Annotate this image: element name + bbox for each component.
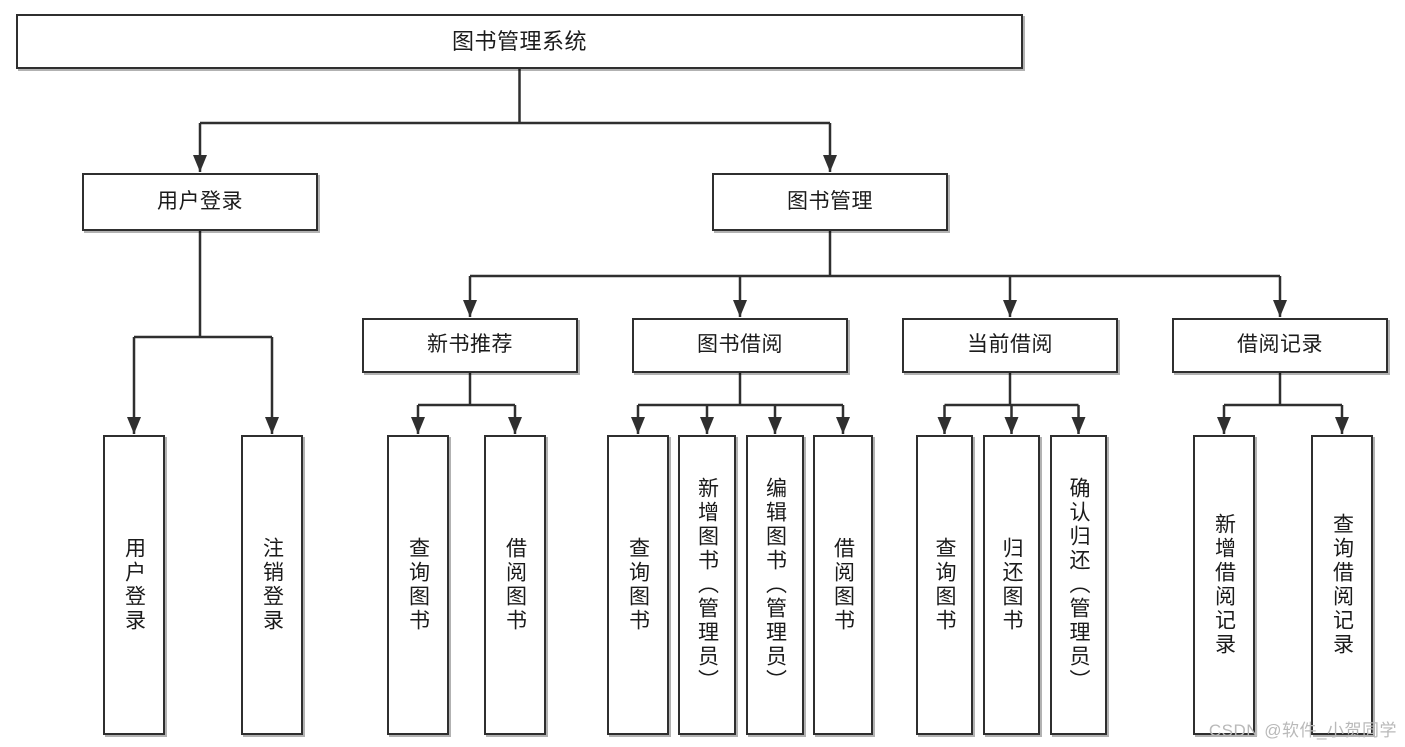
node-label: 用户登录: [122, 537, 146, 633]
node-label: 确认归还（管理员）: [1067, 477, 1091, 693]
node-leaf-query-2[interactable]: 查询图书: [607, 435, 669, 735]
node-leaf-add-rec[interactable]: 新增借阅记录: [1193, 435, 1255, 735]
arrow-head: [265, 417, 279, 434]
node-label: 当前借阅: [967, 333, 1053, 357]
arrow-head: [1004, 417, 1019, 434]
arrow-head: [836, 417, 850, 434]
arrow-head: [1273, 300, 1287, 317]
arrow-head: [193, 155, 207, 172]
node-leaf-logout[interactable]: 注销登录: [241, 435, 303, 735]
node-label: 新书推荐: [427, 333, 513, 357]
node-label: 图书借阅: [697, 333, 783, 357]
node-label: 图书管理系统: [451, 28, 587, 54]
arrow-head: [508, 417, 522, 434]
node-label: 查询图书: [933, 537, 957, 633]
node-leaf-confirm[interactable]: 确认归还（管理员）: [1050, 435, 1107, 735]
node-label: 用户登录: [157, 189, 243, 213]
node-leaf-query-3[interactable]: 查询图书: [916, 435, 973, 735]
node-user-login[interactable]: 用户登录: [82, 173, 318, 231]
node-borrow-record[interactable]: 借阅记录: [1172, 318, 1388, 373]
node-leaf-borrow-1[interactable]: 借阅图书: [484, 435, 546, 735]
node-leaf-edit-book[interactable]: 编辑图书（管理员）: [746, 435, 804, 735]
node-new-book-rec[interactable]: 新书推荐: [362, 318, 578, 373]
node-label: 图书管理: [787, 189, 873, 213]
node-label: 查询图书: [626, 537, 650, 633]
node-label: 注销登录: [260, 537, 284, 633]
node-label: 借阅图书: [503, 537, 527, 633]
node-leaf-query-rec[interactable]: 查询借阅记录: [1311, 435, 1373, 735]
watermark: CSDN @软件_小贺同学: [1208, 721, 1397, 740]
node-label: 新增图书（管理员）: [695, 477, 719, 693]
arrow-head: [700, 417, 714, 434]
node-leaf-user-login[interactable]: 用户登录: [103, 435, 165, 735]
arrow-head: [1071, 417, 1086, 434]
node-root[interactable]: 图书管理系统: [16, 14, 1023, 69]
node-leaf-borrow-2[interactable]: 借阅图书: [813, 435, 873, 735]
node-leaf-return[interactable]: 归还图书: [983, 435, 1040, 735]
node-label: 新增借阅记录: [1212, 513, 1236, 657]
node-label: 查询借阅记录: [1330, 513, 1354, 657]
node-current-borrow[interactable]: 当前借阅: [902, 318, 1118, 373]
node-label: 查询图书: [406, 537, 430, 633]
arrow-head: [1003, 300, 1017, 317]
arrow-head: [411, 417, 425, 434]
arrow-head: [733, 300, 747, 317]
node-label: 编辑图书（管理员）: [763, 477, 787, 693]
arrow-head: [1217, 417, 1231, 434]
node-book-borrow[interactable]: 图书借阅: [632, 318, 848, 373]
arrow-head: [631, 417, 645, 434]
arrow-head: [463, 300, 477, 317]
node-label: 借阅图书: [831, 537, 855, 633]
node-label: 借阅记录: [1237, 333, 1323, 357]
arrow-head: [937, 417, 952, 434]
arrow-head: [1335, 417, 1349, 434]
node-leaf-query-1[interactable]: 查询图书: [387, 435, 449, 735]
arrow-head: [823, 155, 837, 172]
node-leaf-add-book[interactable]: 新增图书（管理员）: [678, 435, 736, 735]
arrow-head: [127, 417, 141, 434]
node-book-manage[interactable]: 图书管理: [712, 173, 948, 231]
node-label: 归还图书: [1000, 537, 1024, 633]
arrow-head: [768, 417, 782, 434]
